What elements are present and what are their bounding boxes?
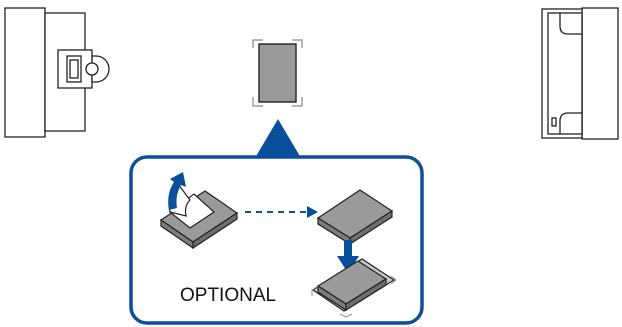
left-side-panel-icon bbox=[4, 7, 93, 138]
surface-pad-icon bbox=[311, 258, 396, 312]
peeling-pad-icon bbox=[159, 183, 239, 250]
dashed-arrow-icon bbox=[245, 206, 318, 218]
screw-bracket-icon bbox=[85, 55, 110, 83]
peel-arrow-icon bbox=[168, 172, 186, 210]
adhesive-pad-icon bbox=[258, 43, 297, 103]
surface-corner-marks-icon bbox=[311, 275, 397, 318]
down-arrow-icon bbox=[337, 240, 359, 273]
callout-pointer-icon bbox=[255, 119, 301, 158]
right-side-panel-icon bbox=[541, 7, 619, 140]
optional-label: OPTIONAL bbox=[180, 285, 276, 306]
placed-pad-icon bbox=[316, 189, 394, 246]
corner-marks-icon bbox=[252, 39, 303, 107]
